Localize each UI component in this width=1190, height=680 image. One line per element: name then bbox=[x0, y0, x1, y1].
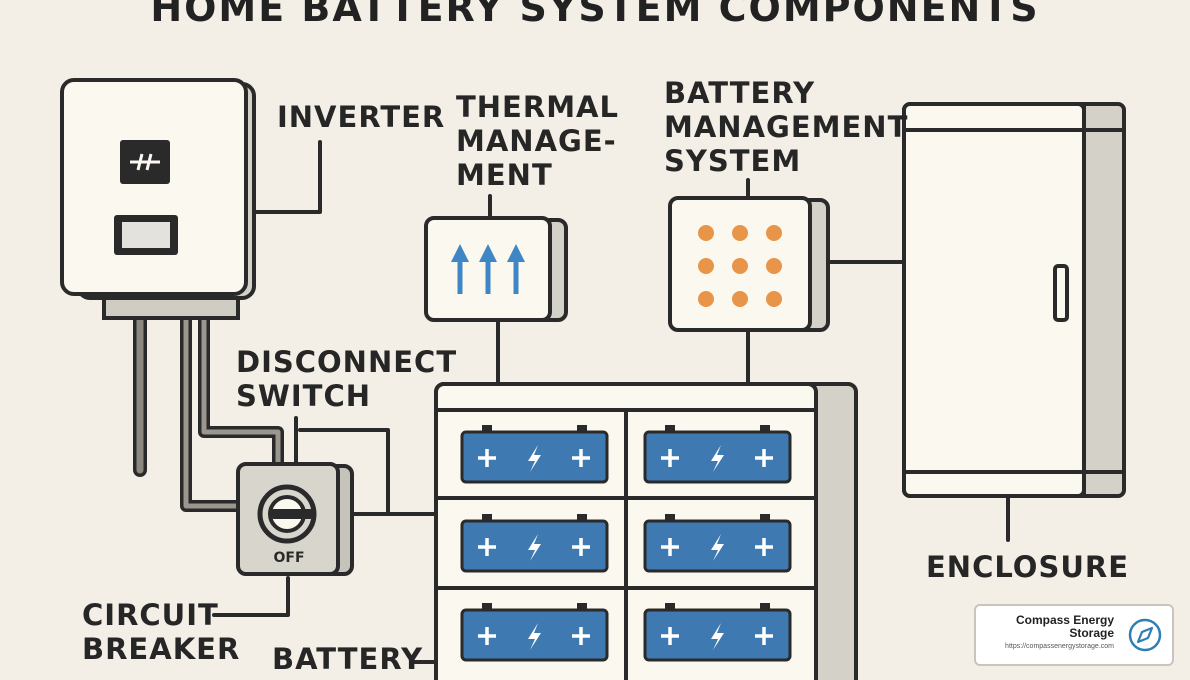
plus-icon bbox=[572, 627, 590, 645]
battery-module bbox=[643, 425, 792, 484]
thermal-management-unit bbox=[424, 216, 568, 322]
lightning-bolt-icon bbox=[711, 623, 724, 650]
plus-icon bbox=[478, 627, 496, 645]
battery-rack bbox=[434, 382, 858, 680]
battery-module bbox=[460, 514, 609, 573]
lightning-bolt-icon bbox=[711, 445, 724, 472]
plus-icon bbox=[478, 538, 496, 556]
compass-icon bbox=[1128, 618, 1162, 652]
bms-label: BATTERY MANAGEMENT SYSTEM bbox=[664, 76, 909, 178]
indicator-led bbox=[698, 258, 714, 274]
thermal-arrows bbox=[451, 244, 525, 294]
arrow-up-icon bbox=[507, 244, 525, 294]
battery-modules bbox=[460, 425, 792, 662]
inverter-label: INVERTER bbox=[277, 100, 446, 134]
disconnect-cable bbox=[298, 428, 390, 516]
plus-icon bbox=[478, 449, 496, 467]
enclosure-cabinet bbox=[902, 102, 1126, 498]
arrow-up-icon bbox=[451, 244, 469, 294]
plus-icon bbox=[755, 449, 773, 467]
bms-unit bbox=[668, 196, 830, 332]
inverter-conduits bbox=[133, 311, 284, 512]
circuit-breaker-label: CIRCUIT BREAKER bbox=[82, 598, 241, 666]
indicator-led bbox=[698, 225, 714, 241]
breaker-state-label: OFF bbox=[273, 550, 304, 566]
plus-icon bbox=[572, 449, 590, 467]
logo-company-name: Compass Energy Storage bbox=[1015, 613, 1114, 640]
diagram-title: HOME BATTERY SYSTEM COMPONENTS bbox=[150, 0, 1040, 30]
indicator-led bbox=[732, 225, 748, 241]
lightning-bolt-icon bbox=[528, 623, 541, 650]
wiring bbox=[212, 140, 1010, 664]
plus-icon bbox=[755, 627, 773, 645]
plus-icon bbox=[661, 538, 679, 556]
lightning-bolt-icon bbox=[711, 534, 724, 561]
indicator-led bbox=[766, 225, 782, 241]
thermal-management-label: THERMAL MANAGE- MENT bbox=[456, 90, 619, 192]
indicator-led bbox=[698, 291, 714, 307]
indicator-led bbox=[766, 291, 782, 307]
indicator-led bbox=[766, 258, 782, 274]
company-logo[interactable]: Compass Energy Storage https://compassen… bbox=[974, 604, 1174, 666]
lightning-bolt-icon bbox=[528, 445, 541, 472]
battery-module bbox=[643, 514, 792, 573]
battery-module bbox=[460, 425, 609, 484]
battery-module bbox=[643, 603, 792, 662]
disconnect-switch-label: DISCONNECT SWITCH bbox=[236, 345, 458, 413]
inverter-symbol-icon bbox=[130, 153, 160, 171]
plus-icon bbox=[661, 627, 679, 645]
plus-icon bbox=[572, 538, 590, 556]
battery-label: BATTERY bbox=[272, 642, 424, 676]
enclosure-label: ENCLOSURE bbox=[926, 550, 1130, 584]
enclosure-handle bbox=[1053, 264, 1069, 322]
circuit-breaker-unit: OFF bbox=[236, 462, 354, 576]
plus-icon bbox=[661, 449, 679, 467]
indicator-led bbox=[732, 258, 748, 274]
battery-module bbox=[460, 603, 609, 662]
breaker-leader-line bbox=[212, 576, 290, 617]
indicator-led bbox=[732, 291, 748, 307]
inverter-leader-line bbox=[246, 140, 322, 214]
logo-url: https://compassenergystorage.com bbox=[1005, 643, 1114, 650]
inverter-unit bbox=[60, 78, 256, 320]
bms-indicator-lights bbox=[698, 225, 782, 307]
arrow-up-icon bbox=[479, 244, 497, 294]
plus-icon bbox=[755, 538, 773, 556]
lightning-bolt-icon bbox=[528, 534, 541, 561]
